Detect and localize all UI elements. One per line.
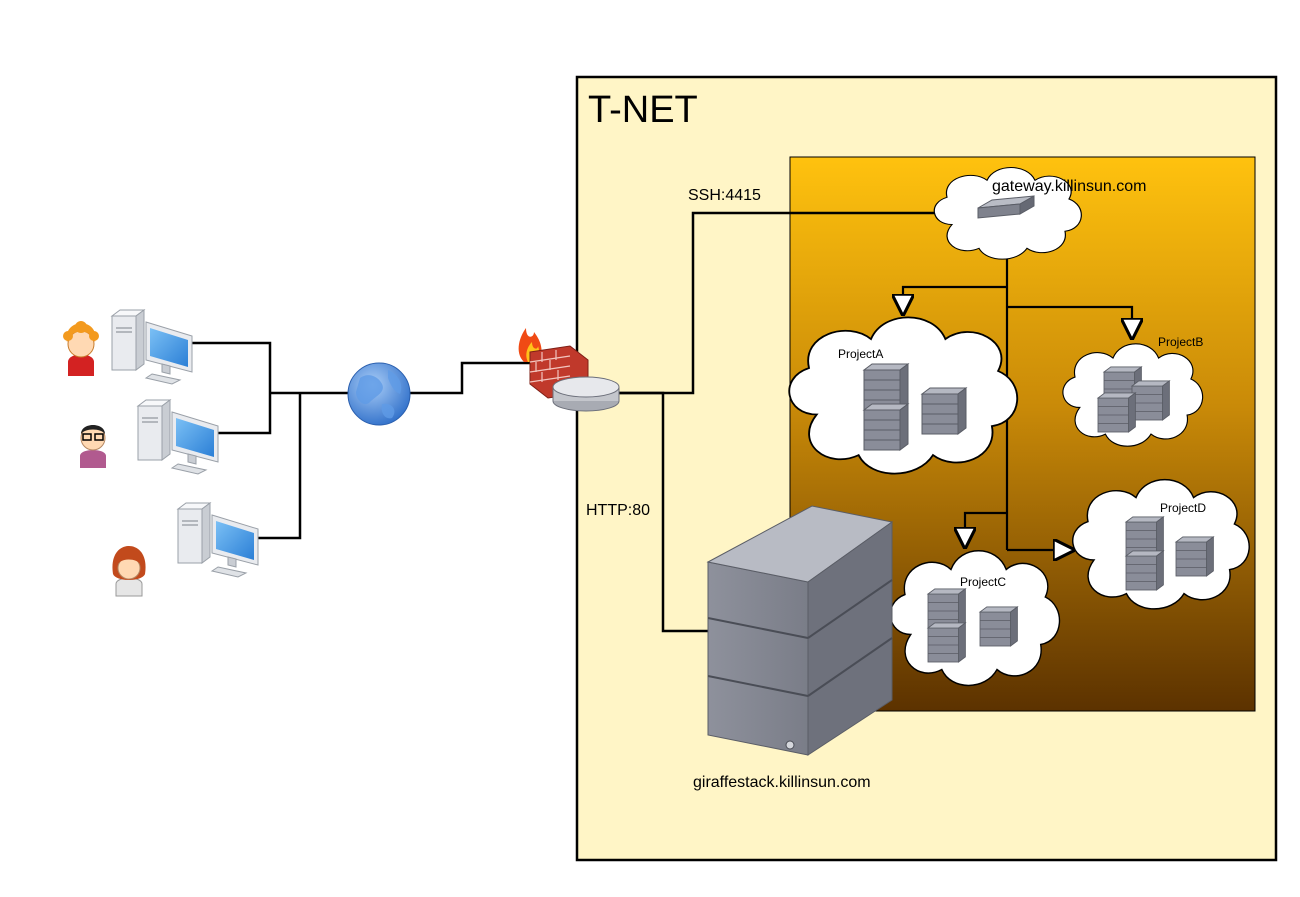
project-a-label: ProjectA [838,347,883,361]
project-d-label: ProjectD [1160,501,1206,515]
main-server-host-label: giraffestack.killinsun.com [693,774,871,791]
server-rack-icon [921,387,967,435]
user-orange-icon [63,321,99,376]
desktop-pc-icon [137,399,219,475]
tnet-title: T-NET [588,89,698,131]
server-rack-icon [1131,380,1170,421]
user-woman-icon [112,546,146,597]
server-rack-icon [1097,392,1136,433]
project-d-cloud: ProjectD [1072,478,1250,610]
gateway-cloud: gateway.killinsun.com [933,166,1146,260]
project-c-cloud: ProjectC [889,550,1061,687]
switch-icon [977,195,1035,219]
server-rack-icon [927,588,966,629]
http-link [618,391,708,633]
server-rack-icon [863,363,909,411]
server-rack-icon [863,403,909,451]
http-port-label: HTTP:80 [586,502,650,519]
project-b-cloud: ProjectB [1062,335,1203,447]
tower-server-icon [706,505,894,756]
project-a-cloud: ProjectA [788,316,1019,475]
ssh-port-label: SSH:4415 [688,187,761,204]
server-rack-icon [1125,516,1164,557]
project-b-label: ProjectB [1158,335,1203,349]
desktop-pc-icon [177,502,259,578]
user-links [190,341,348,540]
server-rack-icon [927,622,966,663]
project-c-label: ProjectC [960,575,1006,589]
desktop-pc-icon [111,309,193,385]
router-icon [552,376,620,412]
gateway-host-label: gateway.killinsun.com [992,178,1146,195]
server-rack-icon [1175,536,1214,577]
user-glasses-icon [80,425,106,468]
server-rack-icon [979,606,1018,647]
globe-icon [347,362,411,426]
internet-link [410,361,530,395]
server-rack-icon [1125,550,1164,591]
